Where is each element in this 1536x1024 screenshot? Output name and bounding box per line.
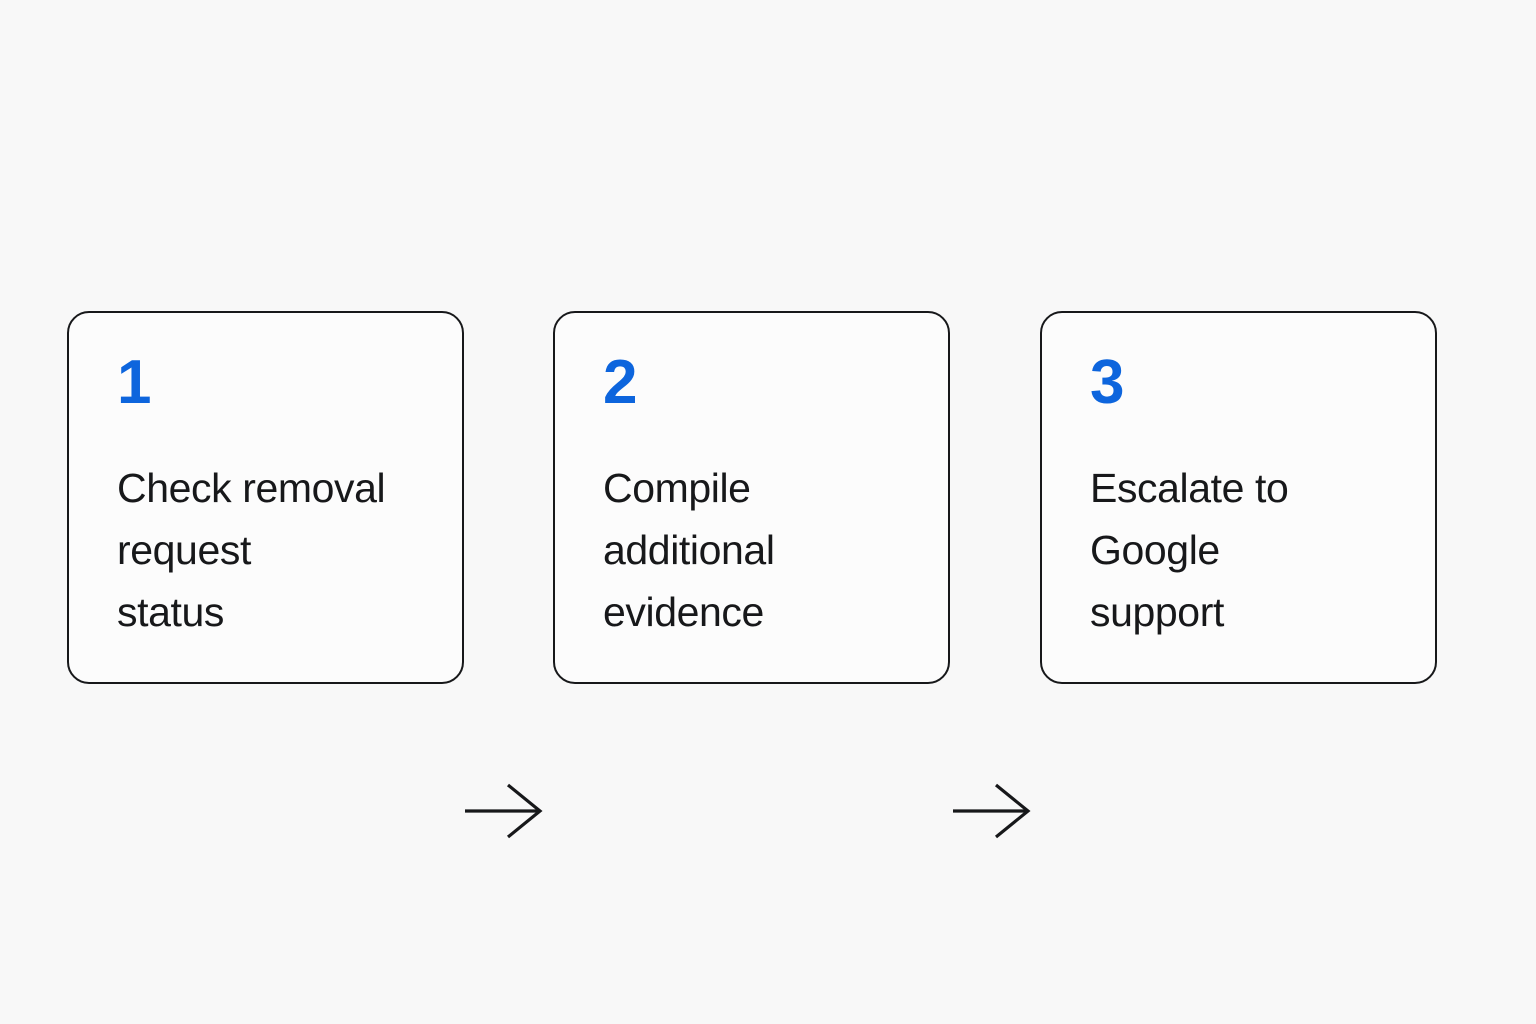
arrow-right-icon-1 [460, 779, 550, 843]
step-number-2: 2 [603, 348, 637, 417]
arrow-right-icon-2 [948, 779, 1038, 843]
step-label-2: Compile additional evidence [603, 465, 775, 635]
step-card-2[interactable]: 2 Compile additional evidence [553, 311, 950, 684]
step-card-3[interactable]: 3 Escalate to Google support [1040, 311, 1437, 684]
step-label-1: Check removal request status [117, 465, 386, 635]
step-number-1: 1 [117, 348, 151, 417]
step-card-2-content: 2 Compile additional evidence [603, 351, 924, 643]
step-number-3: 3 [1090, 348, 1124, 417]
step-label-3: Escalate to Google support [1090, 465, 1289, 635]
step-card-1[interactable]: 1 Check removal request status [67, 311, 464, 684]
step-card-3-content: 3 Escalate to Google support [1090, 351, 1411, 643]
step-card-1-content: 1 Check removal request status [117, 351, 438, 643]
step-flow-row: 1 Check removal request status 2 Compile… [0, 311, 1536, 839]
